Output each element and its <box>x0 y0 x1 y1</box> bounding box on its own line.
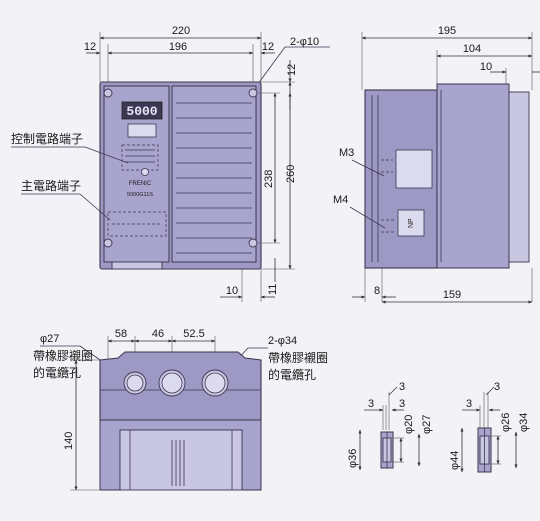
g2-dim-phi34: φ34 <box>518 413 530 432</box>
mount-hole-top-right <box>248 88 258 98</box>
keypad <box>127 123 157 138</box>
dim-2-phi34: 2-φ34 <box>268 335 297 347</box>
side-window <box>395 149 433 189</box>
g1-dim-phi20: φ20 <box>403 415 415 434</box>
mount-hole-top-left <box>103 88 113 98</box>
dim-220: 220 <box>172 25 190 37</box>
g2-dim-t1: 3 <box>494 381 500 393</box>
bottom-center-block <box>119 429 243 491</box>
dim-58: 58 <box>115 328 127 340</box>
heatsink-fins <box>171 85 257 263</box>
label-m3: M3 <box>339 147 354 159</box>
label-main-terminal: 主電路端子 <box>21 178 81 193</box>
dim-12-right: 12 <box>262 41 274 53</box>
dim-11: 11 <box>267 284 279 295</box>
side-view: 195 104 10 NP M3 M4 8 <box>333 25 540 304</box>
label-grommet-left-2: 的電纜孔 <box>33 365 81 380</box>
dim-phi27-hole: φ27 <box>40 333 59 345</box>
g2-dim-t2: 3 <box>466 398 472 410</box>
g1-dim-phi27: φ27 <box>421 415 433 434</box>
display-digits: 5000 <box>126 104 157 119</box>
dim-260: 260 <box>285 165 297 183</box>
dim-8: 8 <box>374 285 380 297</box>
front-view: 220 12 196 12 2-φ10 <box>11 25 330 302</box>
dim-195: 195 <box>438 25 456 37</box>
dim-104: 104 <box>463 43 481 55</box>
label-grommet-left-1: 帶橡膠襯圈 <box>33 348 93 363</box>
dim-238: 238 <box>263 170 275 188</box>
side-heatsink-part <box>436 83 510 269</box>
main-terminal-outline <box>107 211 167 237</box>
label-grommet-right-2: 的電纜孔 <box>268 367 316 382</box>
dim-2-phi10: 2-φ10 <box>290 36 319 48</box>
dim-159: 159 <box>443 289 461 301</box>
dim-140: 140 <box>63 432 75 450</box>
np-label: NP <box>408 218 415 228</box>
label-m4: M4 <box>333 194 348 206</box>
dim-46: 46 <box>152 328 164 340</box>
bottom-view: 58 46 52.5 φ27 帶橡膠襯圈 的電纜孔 2-φ34 帶橡膠襯圈 的電… <box>33 328 328 491</box>
grommet-detail-1: 3 3 3 φ36 φ20 φ27 <box>347 381 433 471</box>
nameplate-model: 5000G11S <box>127 192 153 198</box>
g1-dim-t1: 3 <box>399 381 405 393</box>
np-plate <box>397 209 425 237</box>
dim-196: 196 <box>169 41 187 53</box>
nameplate-brand: FRENIC <box>129 181 152 187</box>
g1-dim-t3: 3 <box>399 398 405 410</box>
led-display <box>121 101 163 120</box>
dim-10-side: 10 <box>480 61 492 73</box>
dim-12-left: 12 <box>84 41 96 53</box>
label-grommet-right-1: 帶橡膠襯圈 <box>268 350 328 365</box>
mount-hole-bottom-left <box>103 238 113 248</box>
dim-52-5: 52.5 <box>183 328 204 340</box>
dim-10-bottom: 10 <box>226 285 238 297</box>
g2-dim-phi26: φ26 <box>500 413 512 432</box>
g1-dim-phi36: φ36 <box>347 449 359 468</box>
g1-dim-t2: 3 <box>368 398 374 410</box>
mount-hole-bottom-right <box>248 238 258 248</box>
label-control-terminal: 控制電路端子 <box>11 131 83 146</box>
dim-12-top: 12 <box>286 64 298 76</box>
control-terminal-outline <box>121 144 159 171</box>
grommet-detail-2: 3 3 φ44 φ26 φ34 <box>449 381 530 473</box>
g2-dim-phi44: φ44 <box>449 451 461 470</box>
